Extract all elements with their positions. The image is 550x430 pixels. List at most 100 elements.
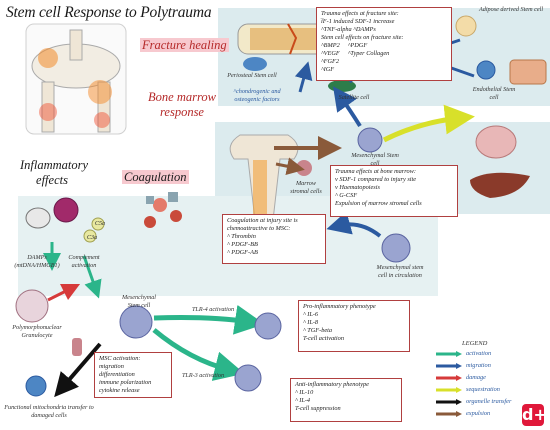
damps-cell-shape (53, 197, 79, 223)
legend-title: LEGEND (462, 340, 488, 347)
anti-heading: Anti-inflammatory phenotype (295, 381, 369, 388)
legend-label: activation (466, 350, 492, 357)
vessel-shape (509, 59, 547, 85)
msc-heading: MSC activation: (99, 355, 141, 362)
anti-inflammatory-box: Anti-inflammatory phenotype ^ IL-10 ^ IL… (290, 378, 402, 422)
c5a-shape (91, 217, 105, 231)
legend-activation: activation (436, 350, 491, 357)
msc-line: cytokine release (99, 387, 140, 394)
fracture-factor: ^Typer Collagen (347, 50, 390, 57)
legend-sequestration: sequestration (436, 386, 500, 393)
legend-arrow-expulsion (436, 410, 462, 417)
legend-label: organelle transfer (466, 398, 512, 405)
legend-label: migration (466, 362, 491, 369)
mito-cell-shape (25, 375, 47, 397)
label-satellite: Satellite cell (338, 94, 370, 101)
legend-label: expulsion (466, 410, 491, 417)
msc-activation-box: MSC activation: migration differentiatio… (94, 352, 172, 398)
fracture-factor: ^FGF2 (321, 58, 340, 65)
pro-inflam-cell-shape (254, 312, 282, 340)
lungs-shape (475, 125, 517, 159)
fracture-line: ^TNF-alpha ^DAMPs (321, 26, 376, 33)
fracture-factor: ^VEGF (321, 50, 340, 57)
marrow-heading: Trauma effects at bone marrow: (335, 168, 416, 175)
endothelial-cell-shape (476, 60, 496, 80)
label-mito-transfer: Functional mitochondria transfer to dama… (4, 404, 94, 419)
legend-organelle-transfer: organelle transfer (436, 398, 511, 405)
section-fracture-healing: Fracture healing (140, 38, 229, 52)
section-coagulation: Coagulation (122, 170, 189, 184)
coag-heading: Coagulation at injury site is chemoattra… (227, 217, 298, 232)
fracture-factor: ^IGF (321, 66, 335, 73)
fracture-factor: ^PDGF (347, 42, 368, 49)
section-bone-marrow-response: Bone marrow response (148, 90, 216, 119)
diagram-title: Stem cell Response to Polytrauma (6, 4, 212, 21)
pro-inflammatory-box: Pro-inflammatory phenotype ^ IL-6 ^ IL-8… (298, 300, 410, 352)
fracture-sub-heading: Stem cell effects on fracture site: (321, 34, 404, 41)
liver-shape (470, 172, 530, 198)
legend-arrow-organelle (436, 398, 462, 405)
label-complement: Complement activation (68, 254, 100, 269)
marrow-line: ^ G-CSF (335, 192, 358, 199)
marrow-stromal-shape (296, 160, 312, 176)
periosteal-cell-shape (243, 57, 267, 71)
label-endothelial: Endothelial Stem cell (472, 86, 516, 101)
pro-line: T-cell activation (303, 335, 344, 342)
legend-migration: migration (436, 362, 491, 369)
legend-label: sequestration (466, 386, 500, 393)
label-c3a: C3a (86, 234, 98, 241)
mesenchymal-top-shape (357, 127, 383, 153)
pro-line: ^ IL-8 (303, 319, 319, 326)
section-inflammatory-effects: Inflammatory effects (20, 158, 89, 187)
label-adipose: Adipose derived Stem cell (478, 6, 544, 13)
marrow-line: v Haematopoiesis (335, 184, 380, 191)
label-msc-circulation: Mesenchymal stem cell in circulation (376, 264, 424, 279)
anti-line: ^ IL-10 (295, 389, 314, 396)
mitochondria-shape (25, 207, 51, 229)
pro-heading: Pro-inflammatory phenotype (303, 303, 376, 310)
coagulation-box: Coagulation at injury site is chemoattra… (222, 214, 326, 264)
legend-arrow-activation (436, 350, 462, 357)
legend-expulsion: expulsion (436, 410, 490, 417)
msc-line: immune polarization (99, 379, 152, 386)
fracture-heading: Trauma effects at fracture site: (321, 10, 399, 17)
legend-arrow-sequestration (436, 386, 462, 393)
label-c5a: C5a (94, 220, 106, 227)
anti-inflam-cell-shape (234, 364, 262, 392)
coagulation-illustration (144, 192, 182, 228)
coag-line: ^ PDGF-BB (227, 241, 258, 248)
coag-line: ^ PDGF-AB (227, 249, 258, 256)
marrow-line: v SDF-1 compared to injury site (335, 176, 417, 183)
msc-line: migration (99, 363, 124, 370)
msc-line: differentiation (99, 371, 135, 378)
marrow-effects-box: Trauma effects at bone marrow: v SDF-1 c… (330, 165, 458, 217)
label-chondro: ^chondrogenic and osteogenic factors (233, 88, 281, 103)
mesenchymal-mid-shape (119, 305, 153, 339)
anti-line: T-cell suppression (295, 405, 341, 412)
pro-line: ^ IL-6 (303, 311, 319, 318)
label-marrow-stromal: Marrow stromal cells (290, 180, 322, 195)
pelvis-illustration (25, 23, 127, 135)
pro-line: ^ TGF-beta (303, 327, 333, 334)
label-damps: DAMPs (mtDNA/HMGB1) (14, 254, 60, 269)
fracture-line: i̅F-1 induced SDF-1 increase (321, 18, 395, 25)
legend-damage: damage (436, 374, 486, 381)
marrow-line: Expulsion of marrow stromal cells (335, 200, 422, 207)
label-mesenchymal-top: Mesenchymal Stem cell (351, 152, 399, 167)
label-tlr3: TLR-3 activation (181, 372, 225, 379)
msc-circulation-shape (381, 233, 411, 263)
fracture-factor: ^BMP2 (321, 42, 340, 49)
label-mesenchymal-mid: Mesenchymal Stem cell (121, 294, 157, 309)
watermark-logo: d+ (522, 404, 547, 426)
label-polymorph: Polymorphonuclear Granulocyte (12, 324, 62, 339)
anti-line: ^ IL-4 (295, 397, 311, 404)
adipose-cell-shape (455, 15, 477, 37)
marrow-bone (229, 134, 299, 230)
label-tlr4: TLR-4 activation (191, 306, 235, 313)
fracture-effects-box: Trauma effects at fracture site: i̅F-1 i… (316, 7, 452, 81)
c3a-shape (83, 229, 97, 243)
granulocyte-shape (15, 289, 49, 323)
label-periosteal: Periosteal Stem cell (227, 72, 277, 79)
legend-arrow-migration (436, 362, 462, 369)
legend-label: damage (466, 374, 486, 381)
